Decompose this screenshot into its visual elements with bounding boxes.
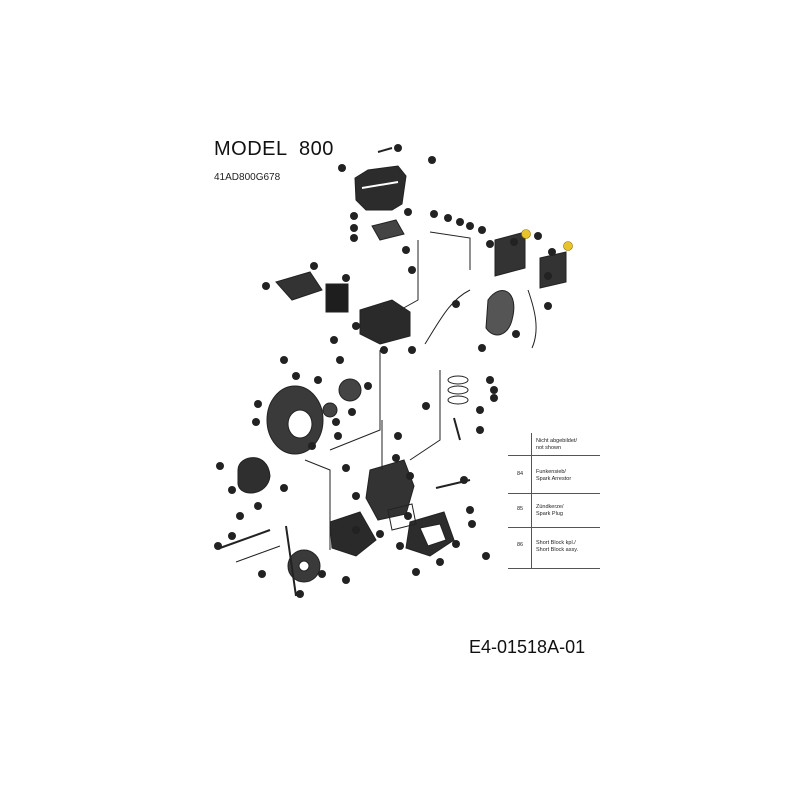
- crankcase-part: [365, 459, 415, 521]
- legend-header: Nicht abgebildet/ not shown: [536, 438, 577, 451]
- legend-row-text: Zündkerze/ Spark Plug: [536, 504, 564, 517]
- legend-row-number: 86: [516, 542, 524, 548]
- legend-row-text: Funkensieb/ Spark Arrestor: [536, 469, 572, 482]
- filter-plate-part: [371, 219, 405, 241]
- model-number: 41AD800G678: [214, 172, 281, 183]
- document-id: E4-01518A-01: [469, 637, 586, 657]
- legend-row-number: 85: [516, 506, 524, 512]
- engine-cover-part: [354, 165, 407, 211]
- highlighted-callouts: [521, 229, 573, 251]
- not-shown-parts-legend: Nicht abgebildet/ not shown 84 Funkensie…: [508, 433, 600, 569]
- legend-row-number: 84: [516, 471, 524, 477]
- legend-row-text: Short Block kpl./ Short Block assy.: [536, 540, 579, 553]
- cylinder-part: [359, 299, 411, 345]
- model-title: MODEL 800: [214, 138, 334, 160]
